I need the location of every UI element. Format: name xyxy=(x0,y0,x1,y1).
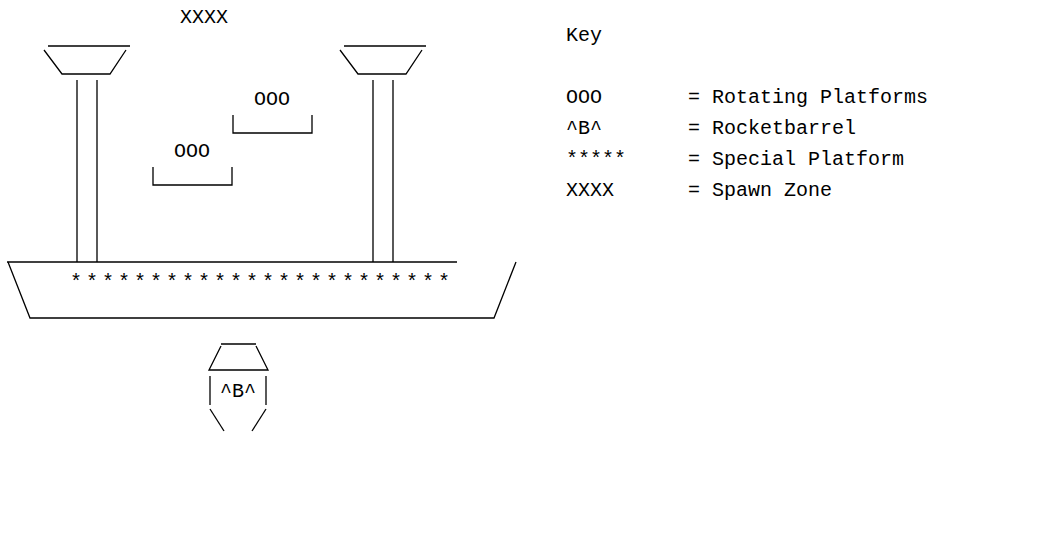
legend-entry: = Rocketbarrel xyxy=(688,117,856,140)
platform-symbol: OOO xyxy=(148,140,236,163)
platform-symbol: ************************ xyxy=(6,271,518,294)
rotating-platform: OOO xyxy=(228,88,316,135)
legend-heading: Key xyxy=(566,24,602,47)
outline-stroke xyxy=(210,409,224,431)
platform-symbol: ^B^ xyxy=(198,380,278,403)
right-tower xyxy=(340,46,426,262)
outline-stroke xyxy=(252,409,266,431)
legend-symbol: ^B^ xyxy=(566,117,602,140)
rocketbarrel: ^B^ xyxy=(198,340,278,473)
outline-stroke xyxy=(265,376,266,405)
tower-pillar xyxy=(373,80,393,262)
legend-entry: = Special Platform xyxy=(688,148,904,171)
tower-cup-rim xyxy=(48,45,130,46)
tower-pillar xyxy=(77,80,97,262)
special-platform: ************************ xyxy=(6,262,518,329)
tower-cup xyxy=(44,50,126,74)
legend-entry: = Rotating Platforms xyxy=(688,86,928,109)
tower-cup xyxy=(340,50,422,74)
ground-line xyxy=(7,261,457,262)
spawn-zone: XXXX xyxy=(180,6,228,29)
rotating-platform: OOO xyxy=(148,140,236,187)
left-tower xyxy=(44,46,130,262)
outline-stroke xyxy=(209,346,268,370)
outline-stroke xyxy=(233,115,312,133)
legend-symbol: XXXX xyxy=(566,179,614,202)
outline-stroke xyxy=(153,167,232,185)
outline-stroke xyxy=(221,343,256,344)
legend-symbol: OOO xyxy=(566,86,602,109)
legend-symbol: ***** xyxy=(566,148,626,171)
platform-symbol: OOO xyxy=(228,88,316,111)
outline-stroke xyxy=(209,376,210,405)
legend-entry: = Spawn Zone xyxy=(688,179,832,202)
tower-cup-rim xyxy=(344,45,426,46)
